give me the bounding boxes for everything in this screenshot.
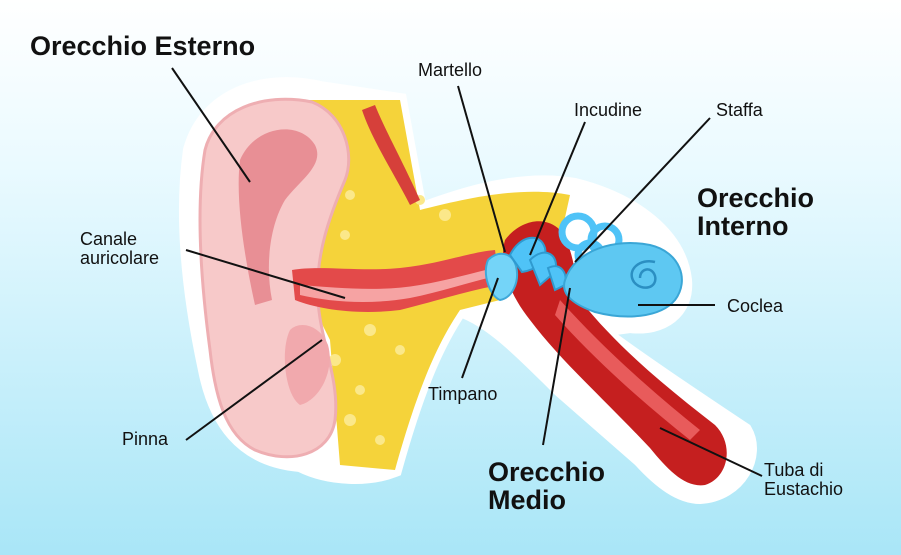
label-cochlea: Coclea [727, 297, 783, 316]
label-eardrum: Timpano [428, 385, 497, 404]
label-ear-canal-line2: auricolare [80, 249, 159, 268]
label-eustachian-line2: Eustachio [764, 480, 843, 499]
label-outer-ear: Orecchio Esterno [30, 32, 255, 60]
label-eustachian-tube: Tuba di Eustachio [764, 461, 843, 499]
label-inner-ear: Orecchio Interno [697, 184, 814, 241]
label-anvil: Incudine [574, 101, 642, 120]
label-stirrup: Staffa [716, 101, 763, 120]
label-inner-ear-line1: Orecchio [697, 184, 814, 212]
label-hammer: Martello [418, 61, 482, 80]
label-ear-canal: Canale auricolare [80, 230, 159, 268]
label-eustachian-line1: Tuba di [764, 461, 843, 480]
label-middle-ear: Orecchio Medio [488, 458, 605, 515]
label-inner-ear-line2: Interno [697, 212, 814, 240]
label-pinna: Pinna [122, 430, 168, 449]
label-middle-ear-line1: Orecchio [488, 458, 605, 486]
label-middle-ear-line2: Medio [488, 486, 605, 514]
label-ear-canal-line1: Canale [80, 230, 159, 249]
